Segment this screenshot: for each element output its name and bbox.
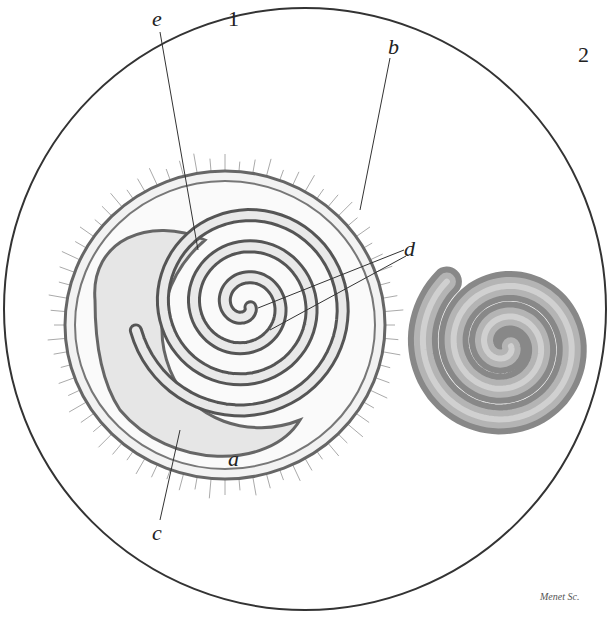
engraver-signature: Menet Sc. bbox=[540, 592, 579, 602]
figure-number: 2 bbox=[578, 44, 589, 66]
field-circle bbox=[4, 8, 606, 610]
part-letter: c bbox=[152, 522, 162, 544]
coil-body bbox=[423, 282, 572, 420]
inner-wall bbox=[75, 181, 375, 469]
part-letter: a bbox=[228, 448, 239, 470]
figure-number: 1 bbox=[228, 8, 239, 30]
coil-wall bbox=[136, 215, 343, 410]
leader-line bbox=[270, 256, 406, 330]
part-letter: d bbox=[404, 238, 415, 260]
outer-wall bbox=[65, 171, 385, 479]
coil-shading bbox=[423, 282, 572, 420]
leader-line bbox=[360, 58, 390, 210]
part-letter: b bbox=[388, 36, 399, 58]
coil-highlight bbox=[423, 282, 572, 420]
part-letter: e bbox=[152, 8, 162, 30]
leader-line bbox=[160, 32, 198, 250]
leader-line bbox=[160, 430, 180, 520]
coil-lumen bbox=[136, 215, 343, 410]
leader-line bbox=[258, 250, 404, 308]
